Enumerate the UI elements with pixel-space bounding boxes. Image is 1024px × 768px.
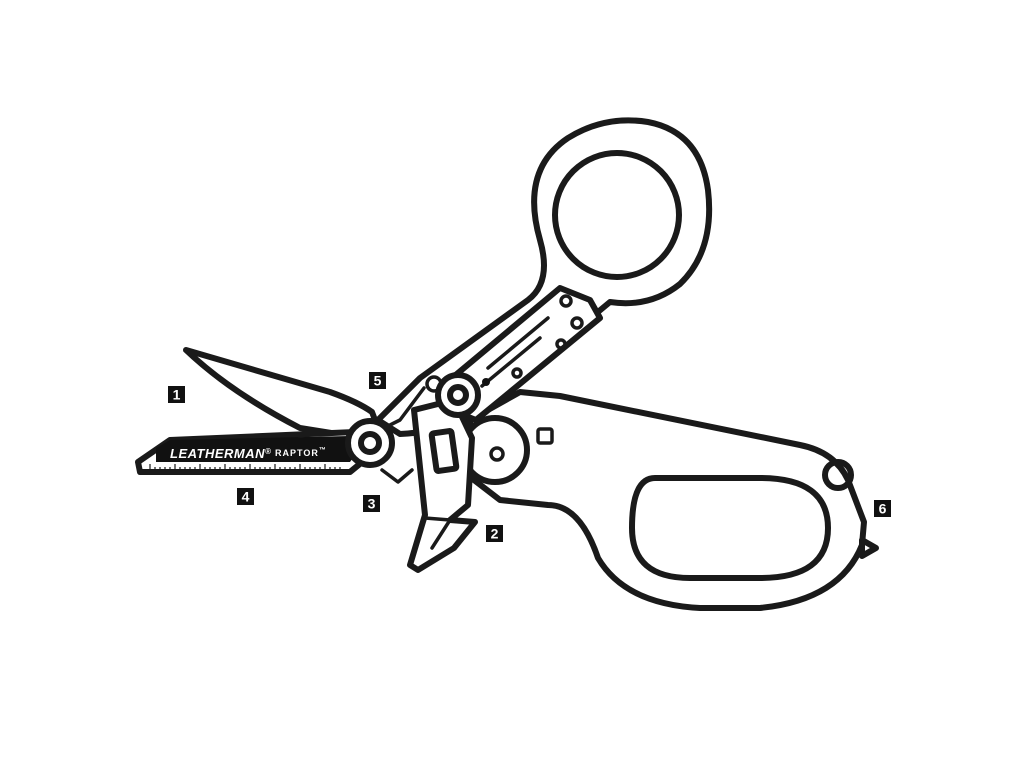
release-button — [536, 427, 554, 445]
plate-screw-1 — [559, 294, 573, 308]
carbide-tip — [859, 537, 879, 559]
blade-pivot-bolt-center — [358, 431, 382, 455]
callout-3: 3 — [363, 495, 380, 512]
lower-blade-band — [156, 436, 360, 462]
strap-cutter — [407, 397, 478, 573]
svg-text:1: 1 — [173, 387, 181, 403]
model-logo: RAPTOR™ — [275, 447, 327, 458]
callout-5: 5 — [369, 372, 386, 389]
svg-text:6: 6 — [879, 501, 887, 517]
brand-logo: LEATHERMAN® — [170, 446, 271, 461]
callout-1: 1 — [168, 386, 185, 403]
upper-handle — [375, 117, 713, 437]
plate-screw-4 — [511, 367, 523, 379]
upper-pivot-bolt-center — [447, 384, 469, 406]
svg-text:3: 3 — [368, 496, 376, 512]
strap-cutter-hook — [423, 516, 452, 550]
svg-text:5: 5 — [374, 373, 382, 389]
upper-finger-hole — [552, 150, 682, 280]
callout-2: 2 — [486, 525, 503, 542]
upper-pivot-ring — [425, 375, 443, 393]
svg-text:2: 2 — [491, 526, 499, 542]
ruler-scale — [149, 464, 341, 471]
callout-4: 4 — [237, 488, 254, 505]
plate-rivet — [482, 378, 490, 386]
callout-6: 6 — [874, 500, 891, 517]
lanyard-hole — [822, 459, 854, 491]
upper-blade — [183, 347, 381, 439]
plate-screw-3 — [555, 338, 567, 350]
strap-cutter-window — [428, 428, 460, 474]
plate-slot — [480, 316, 550, 388]
plate-screw-2 — [570, 316, 584, 330]
svg-text:4: 4 — [242, 489, 250, 505]
pivot-screw — [489, 446, 505, 462]
blade-latch — [380, 468, 414, 484]
lower-finger-hole — [629, 475, 831, 581]
